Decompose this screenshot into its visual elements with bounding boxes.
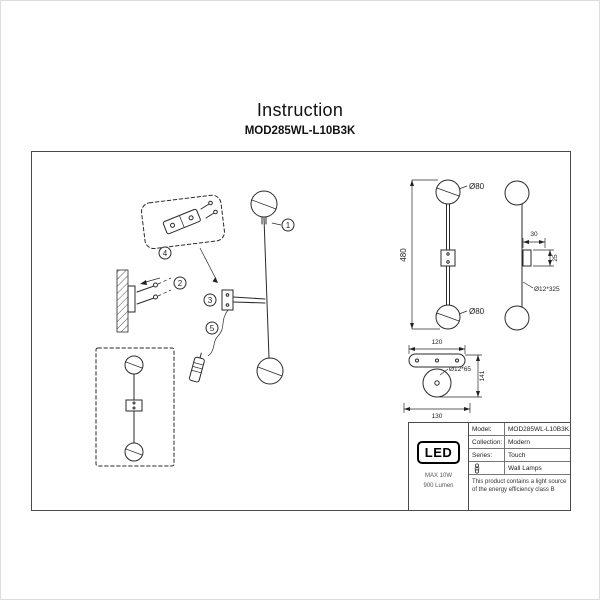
- front-top-diameter-dim: Ø80: [469, 182, 485, 191]
- side-view-drawing: 30 25 Ø12*325: [504, 180, 560, 331]
- mounting-detail-box: [141, 194, 225, 283]
- side-bracket-width-dim: 30: [530, 231, 538, 238]
- plan-width-dim: 130: [432, 413, 443, 420]
- step-4-number: 4: [163, 249, 168, 258]
- step-3-number: 3: [208, 296, 213, 305]
- assembled-lamp-preview: [95, 347, 175, 467]
- plan-plate-width-dim: 120: [432, 339, 443, 346]
- spec-row-type: Wall Lamps: [469, 462, 570, 475]
- spec-rows: Model: MOD285WL-L10B3K Collection: Moder…: [469, 423, 570, 510]
- energy-efficiency-note: This product contains a light source of …: [472, 479, 567, 494]
- side-bracket-height-dim: 25: [552, 254, 559, 262]
- step-4-marker: 4: [158, 246, 172, 260]
- led-badge-cell: LED MAX 10W 900 Lumen: [409, 423, 469, 510]
- front-view-drawing: 480 Ø80 Ø80: [399, 179, 485, 330]
- step-1-number: 1: [286, 221, 291, 230]
- lumen-text: 900 Lumen: [423, 483, 454, 489]
- front-height-dim: 480: [399, 248, 408, 262]
- wall-plate-arm: [221, 289, 266, 311]
- step-5-number: 5: [210, 324, 215, 333]
- assembly-diagram: 4 2: [95, 190, 295, 467]
- led-sub-text: MAX 10W 900 Lumen: [423, 472, 453, 491]
- step-1-marker: 1: [281, 218, 295, 232]
- wall-mounting-detail: [116, 269, 172, 333]
- max-power-text: MAX 10W: [424, 473, 452, 480]
- spec-row-model: Model: MOD285WL-L10B3K: [469, 423, 570, 436]
- front-bottom-diameter-dim: Ø80: [469, 307, 485, 316]
- model-value: MOD285WL-L10B3K: [508, 425, 570, 433]
- type-label-cell: [469, 462, 505, 474]
- power-cord-plug: [189, 309, 229, 383]
- series-label: Series:: [469, 449, 505, 461]
- step-3-marker: 3: [203, 293, 217, 307]
- collection-label: Collection:: [469, 436, 505, 448]
- plan-depth-dim: 141: [479, 370, 486, 381]
- step-5-marker: 5: [205, 321, 219, 335]
- plan-rod-dim: Ø12*65: [449, 366, 471, 373]
- technical-diagram: 4 2: [95, 179, 560, 467]
- side-rod-dim: Ø12*325: [534, 286, 560, 293]
- spec-row-series: Series: Touch: [469, 449, 570, 462]
- step-2-number: 2: [178, 279, 183, 288]
- series-value: Touch: [508, 451, 526, 459]
- led-logo: LED: [416, 441, 461, 465]
- model-number: MOD285WL-L10B3K: [244, 125, 356, 137]
- collection-value: Modern: [508, 438, 531, 446]
- drawing-panel: 4 2: [31, 151, 571, 511]
- step-2-marker: 2: [173, 276, 187, 290]
- model-label: Model:: [469, 423, 505, 435]
- page-title: Instruction: [256, 100, 344, 120]
- wall-lamp-icon: [474, 462, 480, 474]
- type-value: Wall Lamps: [508, 464, 542, 472]
- plan-view-drawing: 120 Ø12*65 141 130: [403, 339, 486, 420]
- lamp-column: [250, 190, 284, 385]
- spec-table: LED MAX 10W 900 Lumen Model: MOD285WL-L1…: [408, 422, 570, 510]
- spec-row-collection: Collection: Modern: [469, 436, 570, 449]
